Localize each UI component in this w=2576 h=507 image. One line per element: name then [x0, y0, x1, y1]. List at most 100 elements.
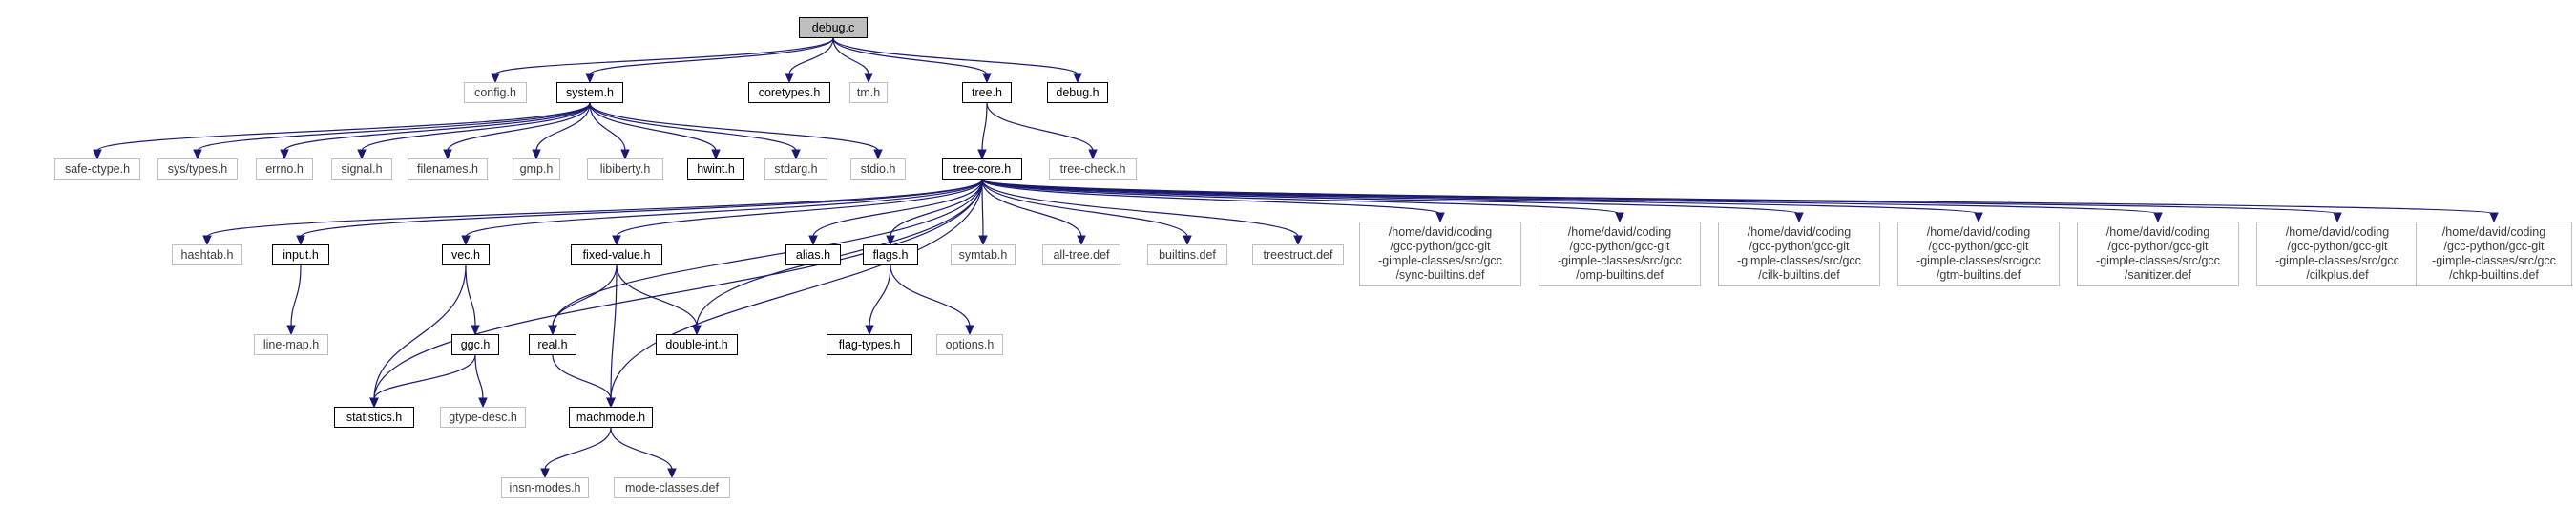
node-input-h[interactable]: input.h — [272, 244, 329, 265]
node-omp-builtins[interactable]: /home/david/coding /gcc-python/gcc-git -… — [1539, 222, 1701, 286]
edge-tree-core-h-to-fixed-value-h — [616, 179, 983, 238]
node-options-h[interactable]: options.h — [936, 334, 1003, 355]
arrowhead-libiberty-h — [620, 149, 630, 160]
edge-debug-c-to-system-h — [589, 37, 834, 75]
node-debug-h[interactable]: debug.h — [1047, 82, 1108, 103]
node-insn-modes-h[interactable]: insn-modes.h — [501, 477, 589, 498]
node-config-h[interactable]: config.h — [464, 82, 527, 103]
edge-system-h-to-signal-h — [361, 102, 591, 152]
edge-machmode-h-to-insn-modes-h — [544, 427, 612, 471]
node-flags-h[interactable]: flags.h — [863, 244, 918, 265]
edge-tree-h-to-tree-core-h — [981, 102, 988, 152]
edge-system-h-to-hwint-h — [589, 102, 717, 152]
edge-tree-core-h-to-real-h — [552, 179, 983, 327]
edge-machmode-h-to-mode-classes-def — [610, 427, 673, 471]
node-system-h[interactable]: system.h — [556, 82, 623, 103]
edge-tree-core-h-to-hashtab-h — [206, 179, 983, 238]
arrowhead-tree-h — [982, 73, 992, 84]
node-safe-ctype-h[interactable]: safe-ctype.h — [54, 158, 140, 180]
edge-fixed-value-h-to-real-h — [552, 264, 618, 327]
arrowhead-sync-builtins — [1435, 212, 1445, 223]
edge-tree-core-h-to-all-tree-def — [981, 179, 1082, 238]
edge-fixed-value-h-to-machmode-h — [610, 264, 618, 400]
node-sync-builtins[interactable]: /home/david/coding /gcc-python/gcc-git -… — [1359, 222, 1521, 286]
arrowhead-fixed-value-h — [612, 235, 621, 246]
edge-flags-h-to-options-h — [890, 264, 971, 327]
node-flag-types-h[interactable]: flag-types.h — [827, 334, 912, 355]
node-tree-check-h[interactable]: tree-check.h — [1049, 158, 1137, 180]
node-debug-c[interactable]: debug.c — [799, 17, 868, 38]
node-cilkplus-def[interactable]: /home/david/coding /gcc-python/gcc-git -… — [2256, 222, 2419, 286]
node-symtab-h[interactable]: symtab.h — [951, 244, 1016, 265]
edge-ggc-h-to-statistics-h — [373, 354, 476, 400]
edge-debug-c-to-tree-h — [832, 37, 988, 75]
arrowhead-mode-classes-def — [667, 468, 677, 479]
arrowhead-options-h — [965, 325, 974, 336]
node-ggc-h[interactable]: ggc.h — [451, 334, 499, 355]
node-stdarg-h[interactable]: stdarg.h — [764, 158, 827, 180]
node-vec-h[interactable]: vec.h — [442, 244, 490, 265]
node-all-tree-def[interactable]: all-tree.def — [1042, 244, 1120, 265]
arrowhead-double-int-h — [692, 325, 702, 336]
edge-system-h-to-errno-h — [283, 102, 591, 152]
node-machmode-h[interactable]: machmode.h — [569, 407, 653, 428]
edge-debug-c-to-tm-h — [832, 37, 869, 75]
node-line-map-h[interactable]: line-map.h — [254, 334, 328, 355]
arrowhead-flags-h — [886, 235, 895, 246]
node-libiberty-h[interactable]: libiberty.h — [587, 158, 663, 180]
node-cilk-builtins[interactable]: /home/david/coding /gcc-python/gcc-git -… — [1718, 222, 1880, 286]
node-tree-core-h[interactable]: tree-core.h — [942, 158, 1022, 180]
edge-system-h-to-gmp-h — [535, 102, 591, 152]
edge-tree-core-h-to-omp-builtins — [981, 179, 1621, 215]
arrowhead-errno-h — [280, 149, 289, 160]
node-filenames-h[interactable]: filenames.h — [408, 158, 488, 180]
arrowhead-gtype-desc-h — [478, 397, 488, 409]
arrowhead-tree-core-h — [977, 149, 987, 160]
node-signal-h[interactable]: signal.h — [331, 158, 392, 180]
edge-system-h-to-stdarg-h — [589, 102, 797, 152]
edge-system-h-to-filenames-h — [447, 102, 591, 152]
arrowhead-line-map-h — [286, 325, 296, 336]
node-errno-h[interactable]: errno.h — [256, 158, 313, 180]
node-builtins-def[interactable]: builtins.def — [1147, 244, 1227, 265]
node-sanitizer-def[interactable]: /home/david/coding /gcc-python/gcc-git -… — [2077, 222, 2239, 286]
node-tree-h[interactable]: tree.h — [962, 82, 1012, 103]
edge-debug-c-to-coretypes-h — [788, 37, 834, 75]
arrowhead-symtab-h — [978, 235, 988, 246]
node-fixed-value-h[interactable]: fixed-value.h — [571, 244, 662, 265]
edge-fixed-value-h-to-double-int-h — [616, 264, 698, 327]
edge-system-h-to-safe-ctype-h — [96, 102, 591, 152]
edge-tree-core-h-to-machmode-h — [610, 179, 983, 400]
edge-tree-core-h-to-treestruct-def — [981, 179, 1299, 238]
node-sys-types-h[interactable]: sys/types.h — [157, 158, 238, 180]
arrowhead-signal-h — [357, 149, 367, 160]
arrowhead-hashtab-h — [202, 235, 212, 246]
arrowhead-input-h — [296, 235, 305, 246]
arrowhead-statistics-h — [369, 397, 379, 409]
node-mode-classes-def[interactable]: mode-classes.def — [614, 477, 730, 498]
node-chkp-builtins[interactable]: /home/david/coding /gcc-python/gcc-git -… — [2416, 222, 2572, 286]
node-alias-h[interactable]: alias.h — [785, 244, 841, 265]
node-coretypes-h[interactable]: coretypes.h — [748, 82, 830, 103]
node-real-h[interactable]: real.h — [529, 334, 576, 355]
edge-vec-h-to-statistics-h — [373, 264, 467, 400]
node-tm-h[interactable]: tm.h — [849, 82, 888, 103]
node-gmp-h[interactable]: gmp.h — [513, 158, 560, 180]
edge-ggc-h-to-gtype-desc-h — [474, 354, 484, 400]
node-gtm-builtins[interactable]: /home/david/coding /gcc-python/gcc-git -… — [1897, 222, 2060, 286]
arrowhead-gmp-h — [532, 149, 541, 160]
node-hwint-h[interactable]: hwint.h — [687, 158, 744, 180]
arrowhead-cilkplus-def — [2333, 212, 2342, 223]
arrowhead-safe-ctype-h — [93, 149, 102, 160]
node-treestruct-def[interactable]: treestruct.def — [1252, 244, 1344, 265]
node-gtype-desc-h[interactable]: gtype-desc.h — [440, 407, 526, 428]
arrowhead-ggc-h — [471, 325, 480, 336]
arrowhead-tree-check-h — [1088, 149, 1098, 160]
node-statistics-h[interactable]: statistics.h — [334, 407, 414, 428]
node-double-int-h[interactable]: double-int.h — [656, 334, 738, 355]
edge-tree-h-to-tree-check-h — [986, 102, 1094, 152]
node-hashtab-h[interactable]: hashtab.h — [172, 244, 242, 265]
edge-tree-core-h-to-symtab-h — [981, 179, 984, 238]
node-stdio-h[interactable]: stdio.h — [850, 158, 906, 180]
